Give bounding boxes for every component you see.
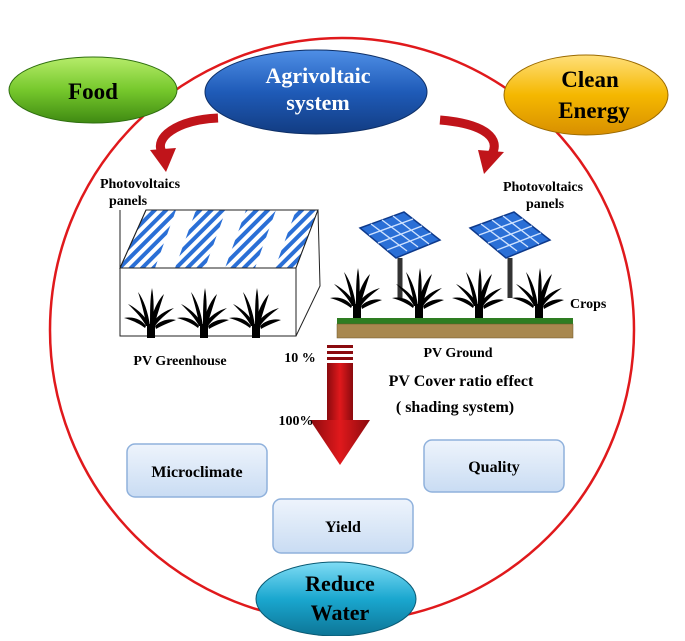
pv-left-label-line2: panels [109, 194, 148, 209]
microclimate-box: Microclimate [126, 443, 268, 498]
cover-ratio-label-line1: PV Cover ratio effect [389, 373, 534, 390]
pv-left-label-line1: Photovoltaics [100, 177, 181, 192]
quality-box: Quality [423, 439, 565, 493]
curved-arrow-right-icon [439, 115, 504, 174]
water-label-line1: Reduce [305, 571, 375, 596]
ratio-high-label: 100% [279, 414, 314, 429]
microclimate-label: Microclimate [151, 464, 242, 481]
ratio-low-label: 10 % [284, 351, 316, 366]
pv-right-label-line1: Photovoltaics [503, 180, 584, 195]
pv-ground-label: PV Ground [423, 346, 492, 361]
energy-label-line2: Energy [558, 98, 630, 123]
pv-greenhouse-label: PV Greenhouse [133, 354, 226, 369]
pv-ground-illustration [330, 212, 574, 339]
water-label-line2: Water [311, 600, 370, 625]
solar-panel-icon [470, 212, 550, 298]
pv-greenhouse-illustration [119, 209, 321, 338]
food-ellipse: Food [8, 56, 178, 124]
clean-energy-ellipse: Clean Energy [503, 54, 669, 136]
pv-right-label-line2: panels [526, 197, 565, 212]
agrivoltaic-system-ellipse: Agrivoltaic system [204, 49, 428, 135]
reduce-water-ellipse: Reduce Water [255, 561, 417, 637]
yield-box: Yield [272, 498, 414, 554]
curved-arrow-left-icon [150, 113, 219, 172]
crops-label: Crops [570, 297, 607, 312]
system-label-line2: system [286, 90, 350, 115]
plant-icon [330, 268, 382, 318]
quality-label: Quality [468, 459, 520, 476]
plant-icon [512, 268, 564, 318]
down-arrow-icon [310, 345, 370, 465]
system-label-line1: Agrivoltaic [265, 63, 370, 88]
energy-label-line1: Clean [561, 67, 619, 92]
plant-icon [452, 268, 504, 318]
food-label: Food [68, 79, 118, 104]
yield-label: Yield [325, 519, 361, 536]
cover-ratio-label-line2: ( shading system) [396, 399, 514, 416]
